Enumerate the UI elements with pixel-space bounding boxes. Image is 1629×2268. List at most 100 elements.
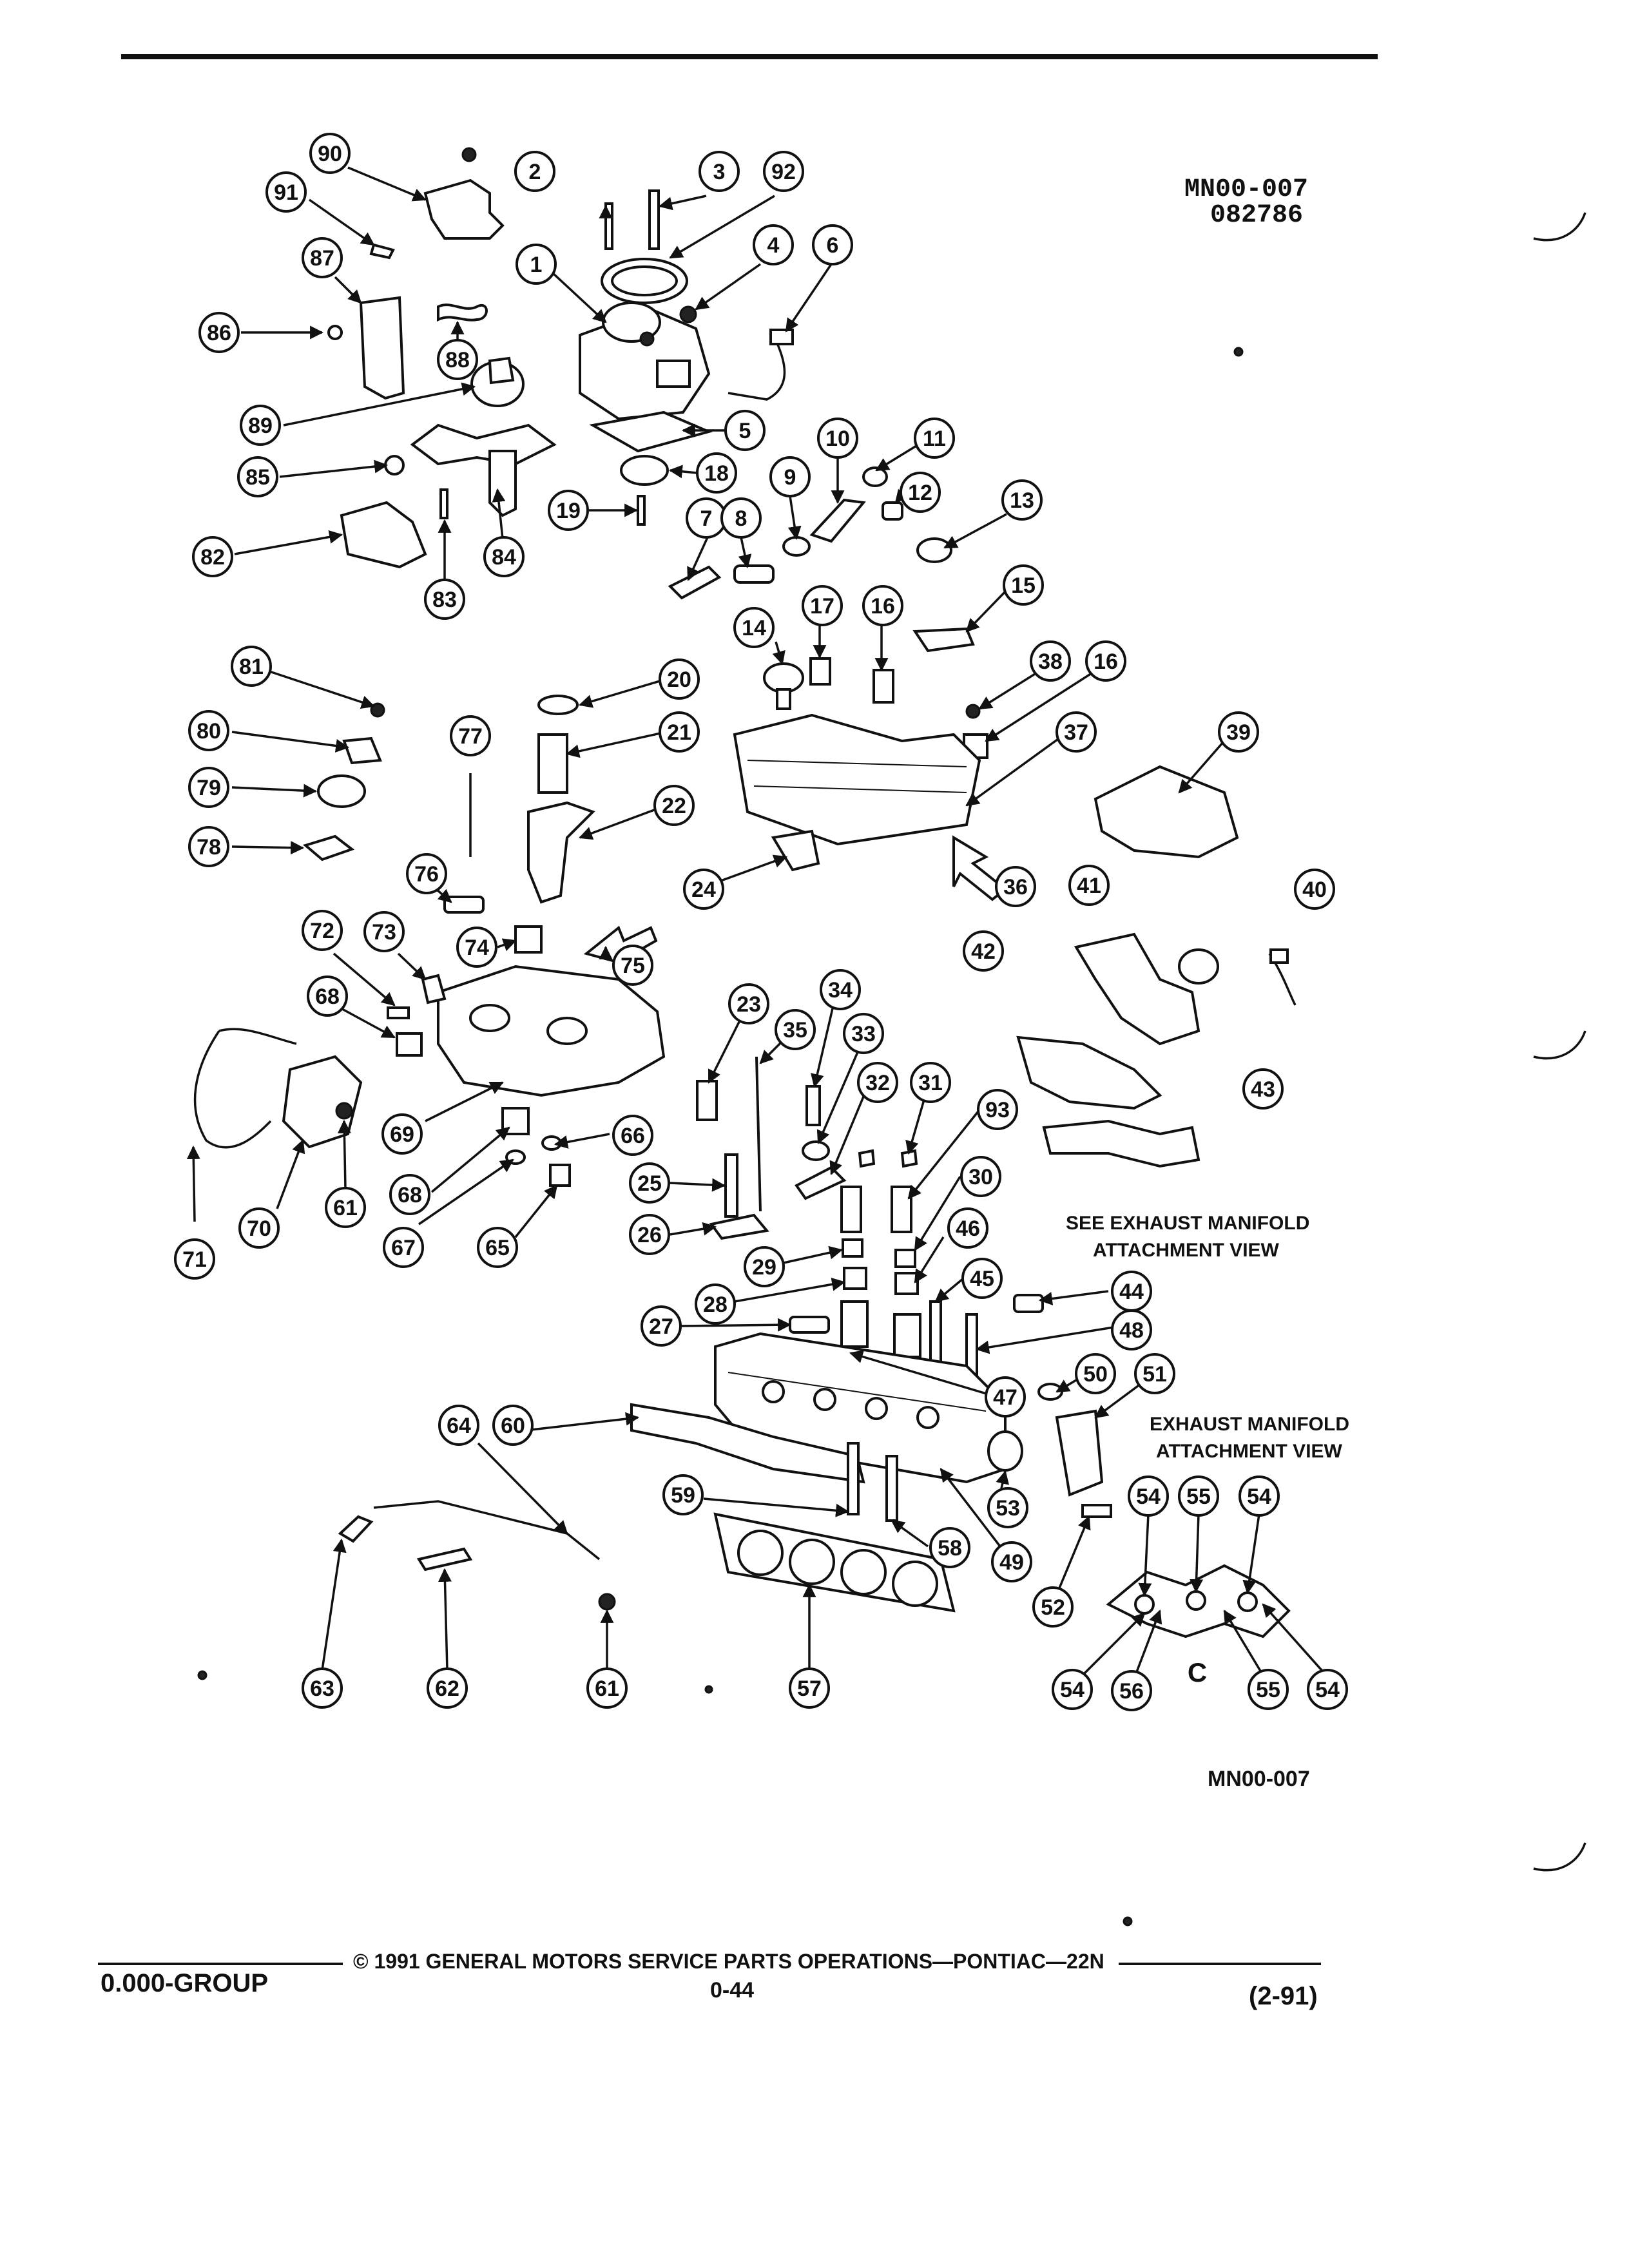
callout-82: 82 <box>192 536 233 577</box>
callout-label: 43 <box>1251 1077 1275 1102</box>
callout-1: 1 <box>516 244 557 285</box>
callout-label: 45 <box>970 1267 994 1291</box>
callout-label: 82 <box>200 545 225 570</box>
callout-61-a: 61 <box>325 1187 366 1228</box>
callout-label: 89 <box>248 414 273 438</box>
callout-label: 69 <box>390 1122 414 1147</box>
callout-67: 67 <box>383 1227 424 1268</box>
callout-label: 72 <box>310 919 334 943</box>
callout-label: 91 <box>274 180 298 205</box>
callout-label: 28 <box>703 1293 728 1317</box>
callout-89: 89 <box>240 405 281 446</box>
callout-label: 36 <box>1003 875 1028 899</box>
callout-58: 58 <box>929 1527 970 1568</box>
callout-55-a: 55 <box>1178 1475 1219 1517</box>
callout-17: 17 <box>802 585 843 626</box>
callout-42: 42 <box>963 930 1004 972</box>
callout-35: 35 <box>775 1009 816 1050</box>
callout-label: 46 <box>956 1216 980 1241</box>
callout-label: 40 <box>1302 878 1327 902</box>
callout-label: 74 <box>465 936 489 960</box>
footer-rule-right <box>1119 1963 1321 1965</box>
callout-46: 46 <box>947 1207 988 1249</box>
callout-label: 51 <box>1142 1362 1167 1387</box>
callout-label: 25 <box>637 1171 662 1196</box>
callout-60: 60 <box>492 1405 534 1446</box>
callout-73: 73 <box>363 911 405 952</box>
callout-21: 21 <box>659 711 700 753</box>
callout-48: 48 <box>1111 1309 1152 1350</box>
callout-55-b: 55 <box>1248 1669 1289 1710</box>
callout-label: 54 <box>1315 1678 1340 1702</box>
callout-50: 50 <box>1075 1353 1116 1394</box>
callout-68-a: 68 <box>307 975 348 1017</box>
callout-49: 49 <box>991 1541 1032 1582</box>
callout-label: 2 <box>529 160 541 184</box>
callout-label: 65 <box>485 1236 510 1260</box>
callout-59: 59 <box>662 1474 704 1515</box>
callout-label: 76 <box>414 862 439 887</box>
callout-label: 6 <box>827 233 839 258</box>
callout-26: 26 <box>629 1214 670 1255</box>
callout-54-c: 54 <box>1052 1669 1093 1710</box>
callout-78: 78 <box>188 826 229 867</box>
callout-9: 9 <box>769 456 811 497</box>
callout-6: 6 <box>812 224 853 265</box>
callout-label: 4 <box>767 233 780 258</box>
callout-label: 88 <box>445 348 470 372</box>
callout-label: 80 <box>197 719 221 744</box>
callout-label: 47 <box>993 1385 1017 1410</box>
callout-label: 56 <box>1119 1679 1144 1704</box>
callout-label: 92 <box>771 160 796 184</box>
callout-label: 13 <box>1010 488 1034 513</box>
top-rule <box>121 54 1378 59</box>
callout-43: 43 <box>1242 1068 1284 1110</box>
callout-39: 39 <box>1218 711 1259 753</box>
figure-code: MN00-007 <box>1184 175 1309 204</box>
callout-label: 39 <box>1226 720 1251 745</box>
callout-11: 11 <box>914 418 955 459</box>
footer-group: 0.000-GROUP <box>101 1969 269 1997</box>
callout-54-d: 54 <box>1307 1669 1348 1710</box>
callout-label: 33 <box>851 1022 876 1046</box>
callout-label: 12 <box>908 481 932 505</box>
callout-label: 86 <box>207 321 231 345</box>
callout-70: 70 <box>238 1207 280 1249</box>
callout-24: 24 <box>683 869 724 910</box>
callout-label: 59 <box>671 1483 695 1508</box>
callout-16-a: 16 <box>862 585 903 626</box>
callout-label: 49 <box>999 1550 1024 1575</box>
callout-23: 23 <box>728 983 769 1024</box>
callout-88: 88 <box>437 339 478 380</box>
callout-label: 9 <box>784 465 796 490</box>
callout-65: 65 <box>477 1227 518 1268</box>
callout-label: 32 <box>865 1071 890 1095</box>
callout-label: 41 <box>1077 874 1101 898</box>
callout-29: 29 <box>744 1246 785 1287</box>
callout-label: 68 <box>315 985 340 1009</box>
callout-label: 50 <box>1083 1362 1108 1387</box>
callout-81: 81 <box>231 646 272 687</box>
figure-number: 082786 <box>1210 201 1304 230</box>
callout-66: 66 <box>612 1115 653 1156</box>
callout-label: 31 <box>918 1071 943 1095</box>
footer-rule-left <box>98 1963 343 1965</box>
callout-label: 58 <box>938 1536 962 1561</box>
callout-label: 87 <box>310 246 334 271</box>
callout-93: 93 <box>977 1089 1018 1130</box>
callout-label: 14 <box>742 616 766 640</box>
callout-label: 16 <box>1094 649 1118 674</box>
callout-13: 13 <box>1001 479 1043 521</box>
callout-label: 70 <box>247 1216 271 1241</box>
callout-64: 64 <box>438 1405 479 1446</box>
callout-label: 54 <box>1060 1678 1084 1702</box>
callout-label: 17 <box>810 594 834 619</box>
callout-label: 1 <box>530 253 543 277</box>
callout-label: 30 <box>969 1165 993 1189</box>
callout-38: 38 <box>1030 640 1071 682</box>
callout-20: 20 <box>659 658 700 700</box>
callout-33: 33 <box>843 1013 884 1054</box>
callout-label: 62 <box>435 1677 459 1701</box>
footer-revision: (2-91) <box>1249 1982 1318 2010</box>
callout-label: 8 <box>735 506 747 531</box>
